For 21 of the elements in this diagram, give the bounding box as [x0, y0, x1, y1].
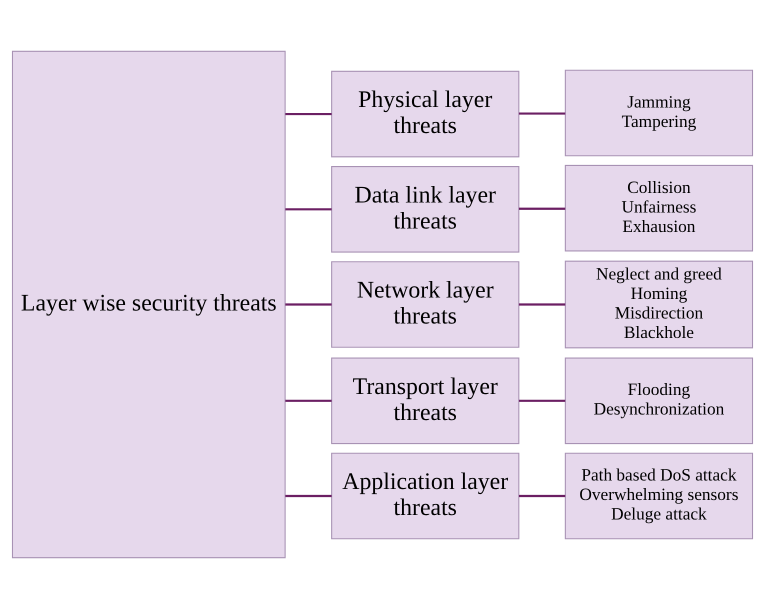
node-box: Neglect and greed Homing Misdirection Blackhole [564, 260, 754, 348]
connector [518, 399, 566, 402]
node-box: Application layer threats [331, 452, 520, 539]
connector [518, 494, 566, 497]
node-box: Data link layer threats [331, 166, 520, 252]
node-box: Network layer threats [331, 260, 520, 348]
node-box: Path based DoS attack Overwhelming sensors Deluge attack [564, 452, 754, 539]
connector [285, 494, 332, 497]
connector [518, 112, 566, 114]
node-box: Flooding Desynchronization [564, 357, 754, 444]
node-box: Physical layer threats [331, 70, 520, 157]
node-box: Layer wise security threats [12, 50, 286, 558]
connector [285, 302, 332, 306]
node-box: Jamming Tampering [564, 69, 754, 156]
connector [518, 207, 566, 210]
connector [285, 208, 332, 210]
connector [285, 112, 332, 115]
connector [518, 302, 566, 306]
connector [285, 399, 332, 402]
node-box: Transport layer threats [331, 357, 520, 444]
node-box: Collision Unfairness Exhausion [564, 164, 754, 251]
